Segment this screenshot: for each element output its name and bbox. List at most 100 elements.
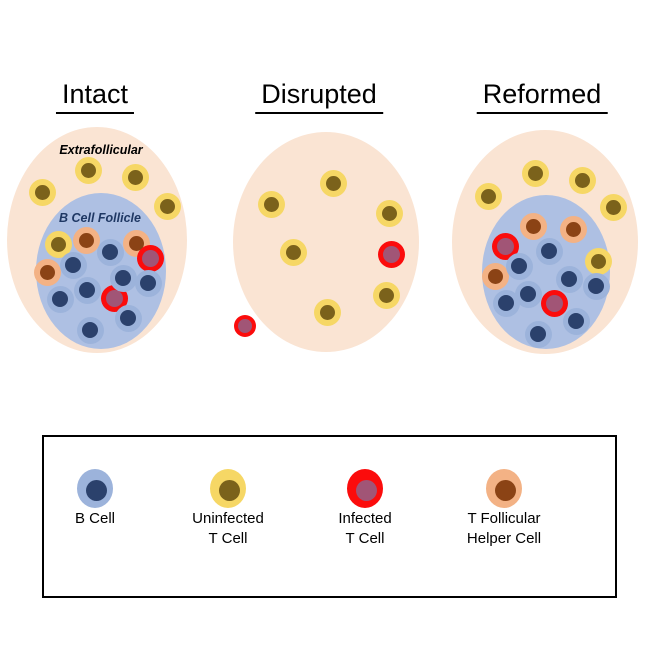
tfh-cell — [72, 226, 100, 254]
uninfected-t-cell — [153, 192, 181, 220]
cell-nucleus — [520, 286, 536, 302]
tfh-cell — [559, 215, 587, 243]
cell-nucleus — [34, 184, 50, 200]
cell-nucleus — [39, 264, 55, 280]
cell-nucleus — [487, 268, 503, 284]
cell-nucleus — [263, 196, 279, 212]
cell-nucleus — [115, 270, 131, 286]
cell-nucleus — [325, 175, 341, 191]
uninfected-t-cell — [375, 199, 403, 227]
legend-label-line: Helper Cell — [466, 530, 542, 547]
uninfected-t-cell — [44, 230, 72, 258]
cell-nucleus — [127, 169, 143, 185]
uninfected-t-cell — [28, 178, 56, 206]
tfh-cell — [481, 262, 509, 290]
tfh-cell — [33, 258, 61, 286]
cell-nucleus — [159, 198, 175, 214]
uninfected-t-cell — [313, 298, 341, 326]
b-cell-cell — [73, 276, 101, 304]
cell-nucleus — [120, 310, 136, 326]
uninfected-t-cell — [257, 190, 285, 218]
b-cell-cell — [46, 285, 74, 313]
uninfected-t-cell — [599, 193, 627, 221]
cell-nucleus — [355, 479, 377, 501]
cell-nucleus — [82, 322, 98, 338]
uninfected-t-cell — [521, 159, 549, 187]
cell-nucleus — [382, 245, 400, 263]
b-cell-cell — [555, 265, 583, 293]
cell-nucleus — [588, 278, 604, 294]
infected-t-cell — [136, 244, 164, 272]
cell-nucleus — [52, 291, 68, 307]
cell-nucleus — [565, 221, 581, 237]
cell-nucleus — [80, 162, 96, 178]
cell-nucleus — [50, 236, 66, 252]
cell-nucleus — [140, 275, 156, 291]
tfh-cell — [519, 212, 547, 240]
cell-nucleus — [65, 257, 81, 273]
cell-nucleus — [102, 244, 118, 260]
legend-infected-t-glyph — [347, 468, 383, 508]
b-cell-cell — [492, 289, 520, 317]
cell-nucleus — [496, 237, 514, 255]
uninfected-t-cell — [121, 163, 149, 191]
b-cell-cell — [562, 307, 590, 335]
b-cell-cell — [582, 272, 610, 300]
infected-t-cell — [234, 315, 256, 337]
b-cell-cell — [109, 264, 137, 292]
cell-nucleus — [105, 289, 123, 307]
cell-nucleus — [381, 205, 397, 221]
uninfected-t-cell — [74, 156, 102, 184]
uninfected-t-cell — [584, 247, 612, 275]
cell-nucleus — [238, 319, 252, 333]
cell-nucleus — [511, 258, 527, 274]
cell-nucleus — [568, 313, 584, 329]
legend-label-line: T Follicular — [467, 510, 541, 527]
cell-nucleus — [561, 271, 577, 287]
cell-nucleus — [525, 218, 541, 234]
cell-nucleus — [78, 232, 94, 248]
uninfected-t-cell — [568, 166, 596, 194]
b-cell-cell — [59, 251, 87, 279]
uninfected-t-cell — [319, 169, 347, 197]
b-cell-cell — [535, 237, 563, 265]
intact-extrafollicular-label: Extrafollicular — [59, 143, 143, 157]
legend-box — [42, 435, 617, 598]
infected-t-cell — [540, 289, 568, 317]
cell-nucleus — [527, 165, 543, 181]
legend-label-line: Infected — [338, 510, 392, 527]
b-cell-cell — [505, 252, 533, 280]
cell-nucleus — [498, 295, 514, 311]
uninfected-t-cell — [279, 238, 307, 266]
cell-nucleus — [541, 243, 557, 259]
legend-uninfected-t-glyph — [210, 468, 246, 508]
legend-tfh-glyph — [486, 468, 522, 508]
legend-label-line: T Cell — [345, 530, 385, 547]
cell-nucleus — [590, 253, 606, 269]
cell-nucleus — [378, 287, 394, 303]
b-cell-cell — [134, 269, 162, 297]
cell-nucleus — [319, 304, 335, 320]
uninfected-t-cell — [474, 182, 502, 210]
cell-nucleus — [605, 199, 621, 215]
b-cell-cell — [114, 304, 142, 332]
uninfected-t-cell — [372, 281, 400, 309]
cell-nucleus — [85, 479, 107, 501]
cell-nucleus — [574, 172, 590, 188]
cell-nucleus — [494, 479, 516, 501]
cell-nucleus — [141, 249, 159, 267]
legend-b-cell-glyph — [77, 468, 113, 508]
legend-b-cell-label: B Cell — [75, 509, 115, 529]
cell-nucleus — [285, 244, 301, 260]
infected-t-cell — [491, 232, 519, 260]
cell-nucleus — [480, 188, 496, 204]
legend-label-line: Uninfected — [192, 510, 264, 527]
cell-nucleus — [545, 294, 563, 312]
panel-title-reformed: Reformed — [476, 79, 608, 114]
legend-infected-t-label: Infected T Cell — [338, 509, 391, 549]
infected-t-cell — [377, 240, 405, 268]
cell-nucleus — [128, 235, 144, 251]
